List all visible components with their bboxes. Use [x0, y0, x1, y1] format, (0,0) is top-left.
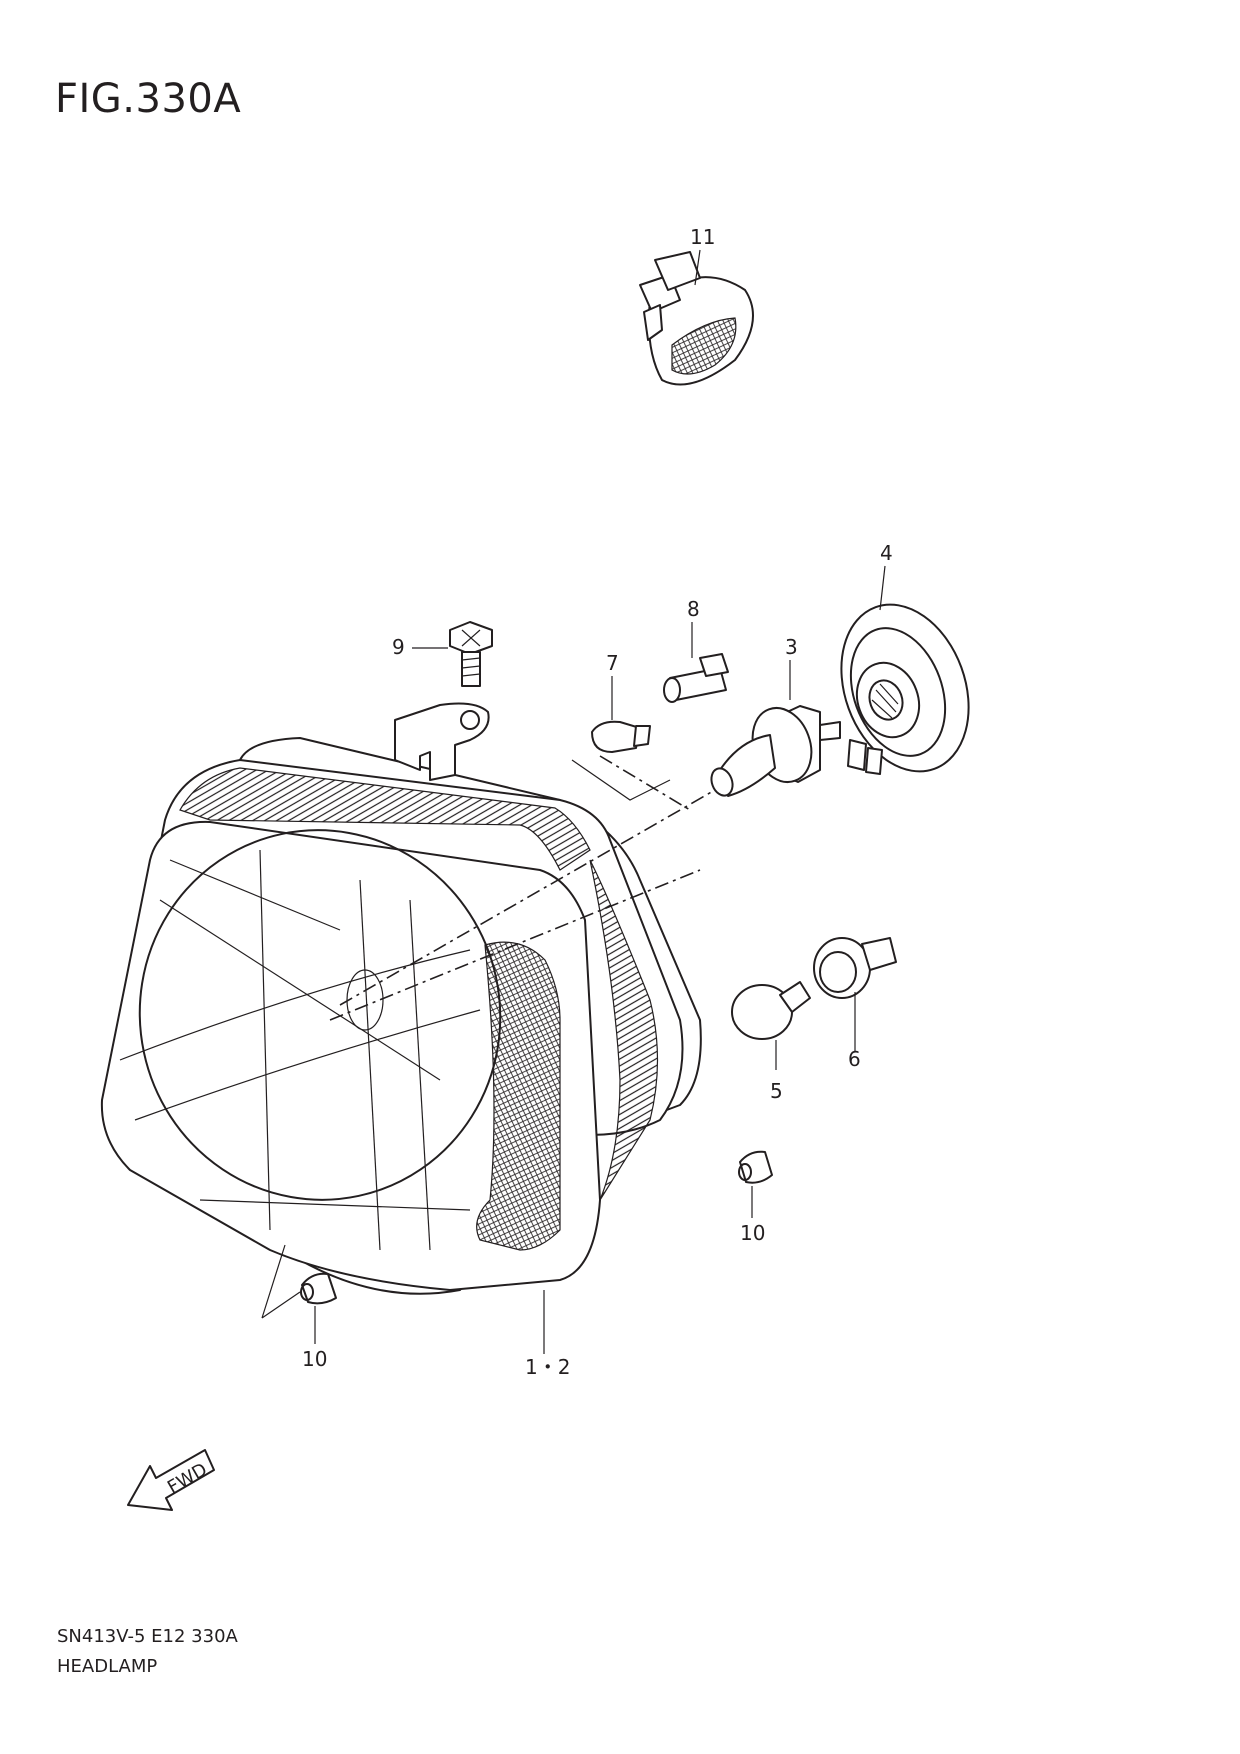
callout-label: 4 [880, 541, 893, 565]
callout-label: 6 [848, 1047, 861, 1071]
wedge-bulb [591, 720, 651, 753]
grommet [300, 1272, 337, 1305]
callout-label: 11 [690, 225, 715, 249]
grommet [738, 1150, 773, 1184]
fwd-arrow-icon: FWD [127, 1449, 215, 1511]
callout-label: 7 [606, 651, 619, 675]
callout-label: 1・2 [525, 1355, 570, 1379]
mounting-bolt [449, 621, 493, 687]
callout-label: 3 [785, 635, 798, 659]
callout-label: 9 [392, 635, 405, 659]
figure-name: HEADLAMP [57, 1656, 158, 1677]
headlamp-unit [100, 702, 702, 1295]
socket-cover [840, 603, 970, 775]
turn-signal-bulb [731, 981, 811, 1040]
callout-label: 8 [687, 597, 700, 621]
figure-title: FIG.330A [55, 76, 242, 122]
callout-label: 10 [740, 1221, 765, 1245]
position-lamp-socket [663, 653, 729, 703]
callout-label: 5 [770, 1079, 783, 1103]
figure-code: SN413V-5 E12 330A [57, 1626, 238, 1647]
side-marker-lamp [639, 251, 754, 386]
headlamp-bulb [710, 705, 841, 797]
turn-signal-socket [813, 937, 897, 999]
callout-label: 10 [302, 1347, 327, 1371]
